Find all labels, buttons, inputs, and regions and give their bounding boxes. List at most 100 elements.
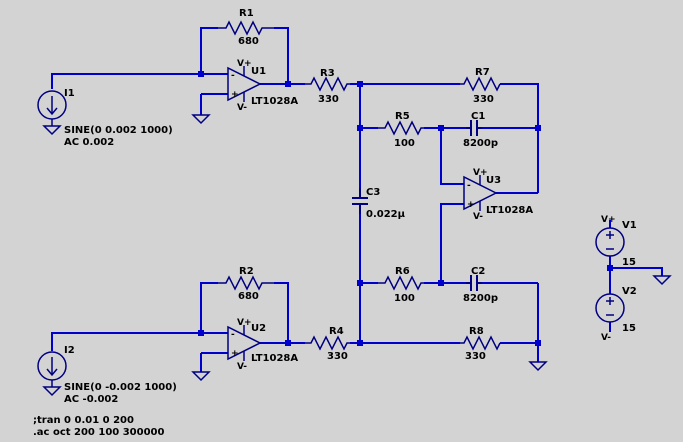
i2-spec1: SINE(0 -0.002 1000)	[64, 382, 177, 393]
c3-ref: C3	[366, 187, 380, 198]
i1-spec2: AC 0.002	[64, 137, 114, 148]
grounds	[42, 114, 672, 397]
u1-ref: U1	[251, 66, 266, 77]
r6-value: 100	[394, 293, 415, 304]
resistor-r3-symbol	[305, 76, 350, 92]
junction-dot	[285, 81, 291, 87]
ground-icon	[191, 371, 211, 382]
v1-value: 15	[622, 257, 636, 268]
u1-model: LT1028A	[251, 96, 298, 107]
junction-dot	[438, 125, 444, 131]
pin-marks: V+ V- - + V+ V- - + V+ V- - + V+ V-	[231, 59, 616, 372]
resistor-r6-symbol	[378, 275, 424, 291]
r8-value: 330	[465, 351, 486, 362]
i2-ref: I2	[64, 345, 75, 356]
resistor-r8-symbol	[460, 335, 501, 351]
junction-dot	[285, 340, 291, 346]
c2-value: 8200p	[463, 293, 498, 304]
junction-dot	[535, 125, 541, 131]
u3-plus-label: +	[467, 200, 475, 210]
r6-ref: R6	[395, 266, 410, 277]
wire-i2-to-u2	[51, 332, 228, 351]
wire-u3-minus	[440, 128, 464, 185]
u2-vminus-label: V-	[237, 362, 247, 372]
v1-ref: V1	[622, 220, 637, 231]
r3-value: 330	[318, 94, 339, 105]
wires	[51, 27, 663, 372]
opamp-u2-symbol	[227, 325, 262, 361]
junction-dot	[357, 340, 363, 346]
c3-value: 0.022µ	[366, 209, 406, 220]
wire-r2-right	[274, 282, 289, 343]
current-source-i1-symbol	[37, 90, 67, 126]
resistors	[218, 20, 501, 351]
r4-ref: R4	[329, 326, 344, 337]
v2-value: 15	[622, 323, 636, 334]
u3-minus-label: -	[467, 181, 471, 191]
voltage-sources	[595, 227, 625, 323]
capacitors	[352, 120, 482, 291]
ground-icon	[42, 386, 62, 397]
capacitor-c3-symbol	[352, 188, 368, 214]
junctions	[198, 71, 613, 346]
junction-dot	[357, 280, 363, 286]
c1-value: 8200p	[463, 138, 498, 149]
voltage-source-v1-symbol	[595, 227, 625, 257]
r1-value: 680	[238, 36, 259, 47]
component-labels: R1 680 U1 LT1028A R3 330 R7 330 R5 100 C…	[64, 8, 637, 405]
resistor-r2-symbol	[218, 275, 274, 291]
r7-value: 330	[473, 94, 494, 105]
i1-spec1: SINE(0 0.002 1000)	[64, 125, 173, 136]
u1-vminus-label: V-	[237, 103, 247, 113]
junction-dot	[535, 340, 541, 346]
u3-vminus-label: V-	[473, 212, 483, 222]
ground-icon	[42, 125, 62, 136]
r5-value: 100	[394, 138, 415, 149]
u1-plus-label: +	[231, 90, 239, 100]
resistor-r4-symbol	[305, 335, 350, 351]
v1-vplus-label: V+	[601, 215, 616, 225]
voltage-source-v2-symbol	[595, 293, 625, 323]
wire-r1-right	[274, 27, 289, 84]
ground-icon	[528, 361, 548, 372]
junction-dot	[198, 330, 204, 336]
u3-model: LT1028A	[486, 205, 533, 216]
r5-ref: R5	[395, 111, 410, 122]
junction-dot	[607, 265, 613, 271]
u2-model: LT1028A	[251, 353, 298, 364]
ground-icon	[191, 114, 211, 125]
u1-vplus-label: V+	[237, 59, 252, 69]
ac-directive[interactable]: .ac oct 200 100 300000	[33, 427, 165, 438]
r2-value: 680	[238, 291, 259, 302]
opamps	[227, 66, 498, 361]
spice-directives: ;tran 0 0.01 0 200 .ac oct 200 100 30000…	[33, 415, 165, 438]
wire-u3-plus	[440, 203, 464, 283]
resistor-r1-symbol	[218, 20, 274, 36]
v2-ref: V2	[622, 286, 637, 297]
current-source-i2-symbol	[37, 351, 67, 387]
u2-vplus-label: V+	[237, 318, 252, 328]
u3-vplus-label: V+	[473, 168, 488, 178]
junction-dot	[438, 280, 444, 286]
u3-ref: U3	[486, 175, 501, 186]
junction-dot	[198, 71, 204, 77]
i1-ref: I1	[64, 88, 75, 99]
i2-spec2: AC -0.002	[64, 394, 118, 405]
tran-directive[interactable]: ;tran 0 0.01 0 200	[33, 415, 134, 426]
opamp-u1-symbol	[227, 66, 262, 102]
ground-icon	[652, 275, 672, 286]
r1-ref: R1	[239, 8, 254, 19]
c2-ref: C2	[471, 266, 485, 277]
r2-ref: R2	[239, 266, 254, 277]
u2-minus-label: -	[231, 330, 235, 340]
r4-value: 330	[327, 351, 348, 362]
junction-dot	[357, 81, 363, 87]
opamp-u3-symbol	[463, 175, 498, 211]
u2-ref: U2	[251, 323, 266, 334]
r3-ref: R3	[320, 68, 335, 79]
resistor-r5-symbol	[378, 120, 424, 136]
v2-vminus-label: V-	[601, 333, 611, 343]
r8-ref: R8	[469, 326, 484, 337]
wire-i1-to-u1	[51, 73, 228, 89]
